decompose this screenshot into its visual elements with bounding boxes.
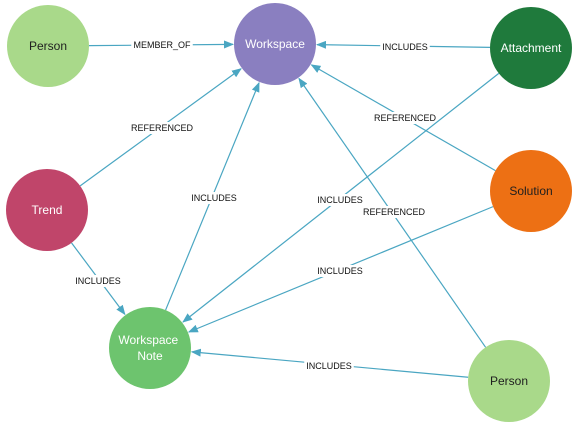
node-label: Workspace Note xyxy=(118,333,181,363)
node-label: Person xyxy=(29,39,67,53)
edge-label: REFERENCED xyxy=(363,207,426,217)
edge-solution-referenced-workspace: REFERENCED xyxy=(310,64,496,172)
edges-layer: MEMBER_OF INCLUDES REFERENCED REFERENCED… xyxy=(71,39,500,378)
edge-solution-includes-workspacenote: INCLUDES xyxy=(187,206,494,333)
node-label-line: Person xyxy=(490,374,528,388)
node-workspace[interactable]: Workspace xyxy=(234,3,316,85)
node-circle[interactable] xyxy=(490,7,572,89)
node-label-line: Workspace xyxy=(245,37,305,51)
edge-trend-includes-workspacenote: INCLUDES xyxy=(71,242,126,316)
edge-label: INCLUDES xyxy=(317,195,363,205)
node-circle[interactable] xyxy=(468,340,550,422)
edge-workspacenote-includes-workspace: INCLUDES xyxy=(165,81,260,311)
edge-label-background xyxy=(380,41,430,53)
node-workspace-note[interactable]: Workspace Note xyxy=(109,307,191,389)
node-trend[interactable]: Trend xyxy=(6,169,88,251)
edge-label-background xyxy=(315,265,365,277)
node-circle[interactable] xyxy=(234,3,316,85)
node-label-line: Note xyxy=(137,349,163,363)
edge-label-background xyxy=(131,39,193,51)
edge-label: INCLUDES xyxy=(382,42,428,52)
node-label-line: Person xyxy=(29,39,67,53)
node-circle[interactable] xyxy=(109,307,191,389)
nodes-layer: Person Workspace Attachment Trend Soluti… xyxy=(6,3,572,422)
node-label-line: Trend xyxy=(32,203,63,217)
edge-label: INCLUDES xyxy=(306,361,352,371)
edge-label: REFERENCED xyxy=(374,113,437,123)
node-label: Person xyxy=(490,374,528,388)
edge-label-background xyxy=(371,112,439,124)
edge-label-background xyxy=(189,192,239,204)
node-attachment[interactable]: Attachment xyxy=(490,7,572,89)
node-circle[interactable] xyxy=(7,5,89,87)
edge-label: INCLUDES xyxy=(191,193,237,203)
node-label-line: Attachment xyxy=(501,41,562,55)
node-label-line: Workspace xyxy=(118,333,178,347)
node-circle[interactable] xyxy=(490,150,572,232)
edge-label-background xyxy=(73,275,123,287)
node-person-top-left[interactable]: Person xyxy=(7,5,89,87)
edge-label-background xyxy=(304,360,354,372)
node-label: Workspace xyxy=(245,37,305,51)
edge-person2-includes-workspacenote: INCLUDES xyxy=(190,348,469,378)
node-solution[interactable]: Solution xyxy=(490,150,572,232)
edge-label: INCLUDES xyxy=(317,266,363,276)
edge-label-background xyxy=(128,122,196,134)
edge-label: REFERENCED xyxy=(131,123,194,133)
node-label: Trend xyxy=(32,203,63,217)
node-circle[interactable] xyxy=(6,169,88,251)
node-label-line: Solution xyxy=(509,184,552,198)
edge-person1-member-of-workspace: MEMBER_OF xyxy=(88,39,235,51)
edge-label: INCLUDES xyxy=(75,276,121,286)
edge-label-background xyxy=(315,194,365,206)
node-person-bottom-right[interactable]: Person xyxy=(468,340,550,422)
edge-attachment-includes-workspace: INCLUDES xyxy=(315,40,491,53)
edge-label-background xyxy=(360,206,428,218)
node-label: Attachment xyxy=(501,41,562,55)
edge-attachment-includes-workspacenote: INCLUDES xyxy=(182,72,500,323)
edge-person2-referenced-workspace: REFERENCED xyxy=(298,77,487,348)
node-label: Solution xyxy=(509,184,552,198)
edge-trend-referenced-workspace: REFERENCED xyxy=(79,68,242,187)
edge-label: MEMBER_OF xyxy=(133,40,191,50)
